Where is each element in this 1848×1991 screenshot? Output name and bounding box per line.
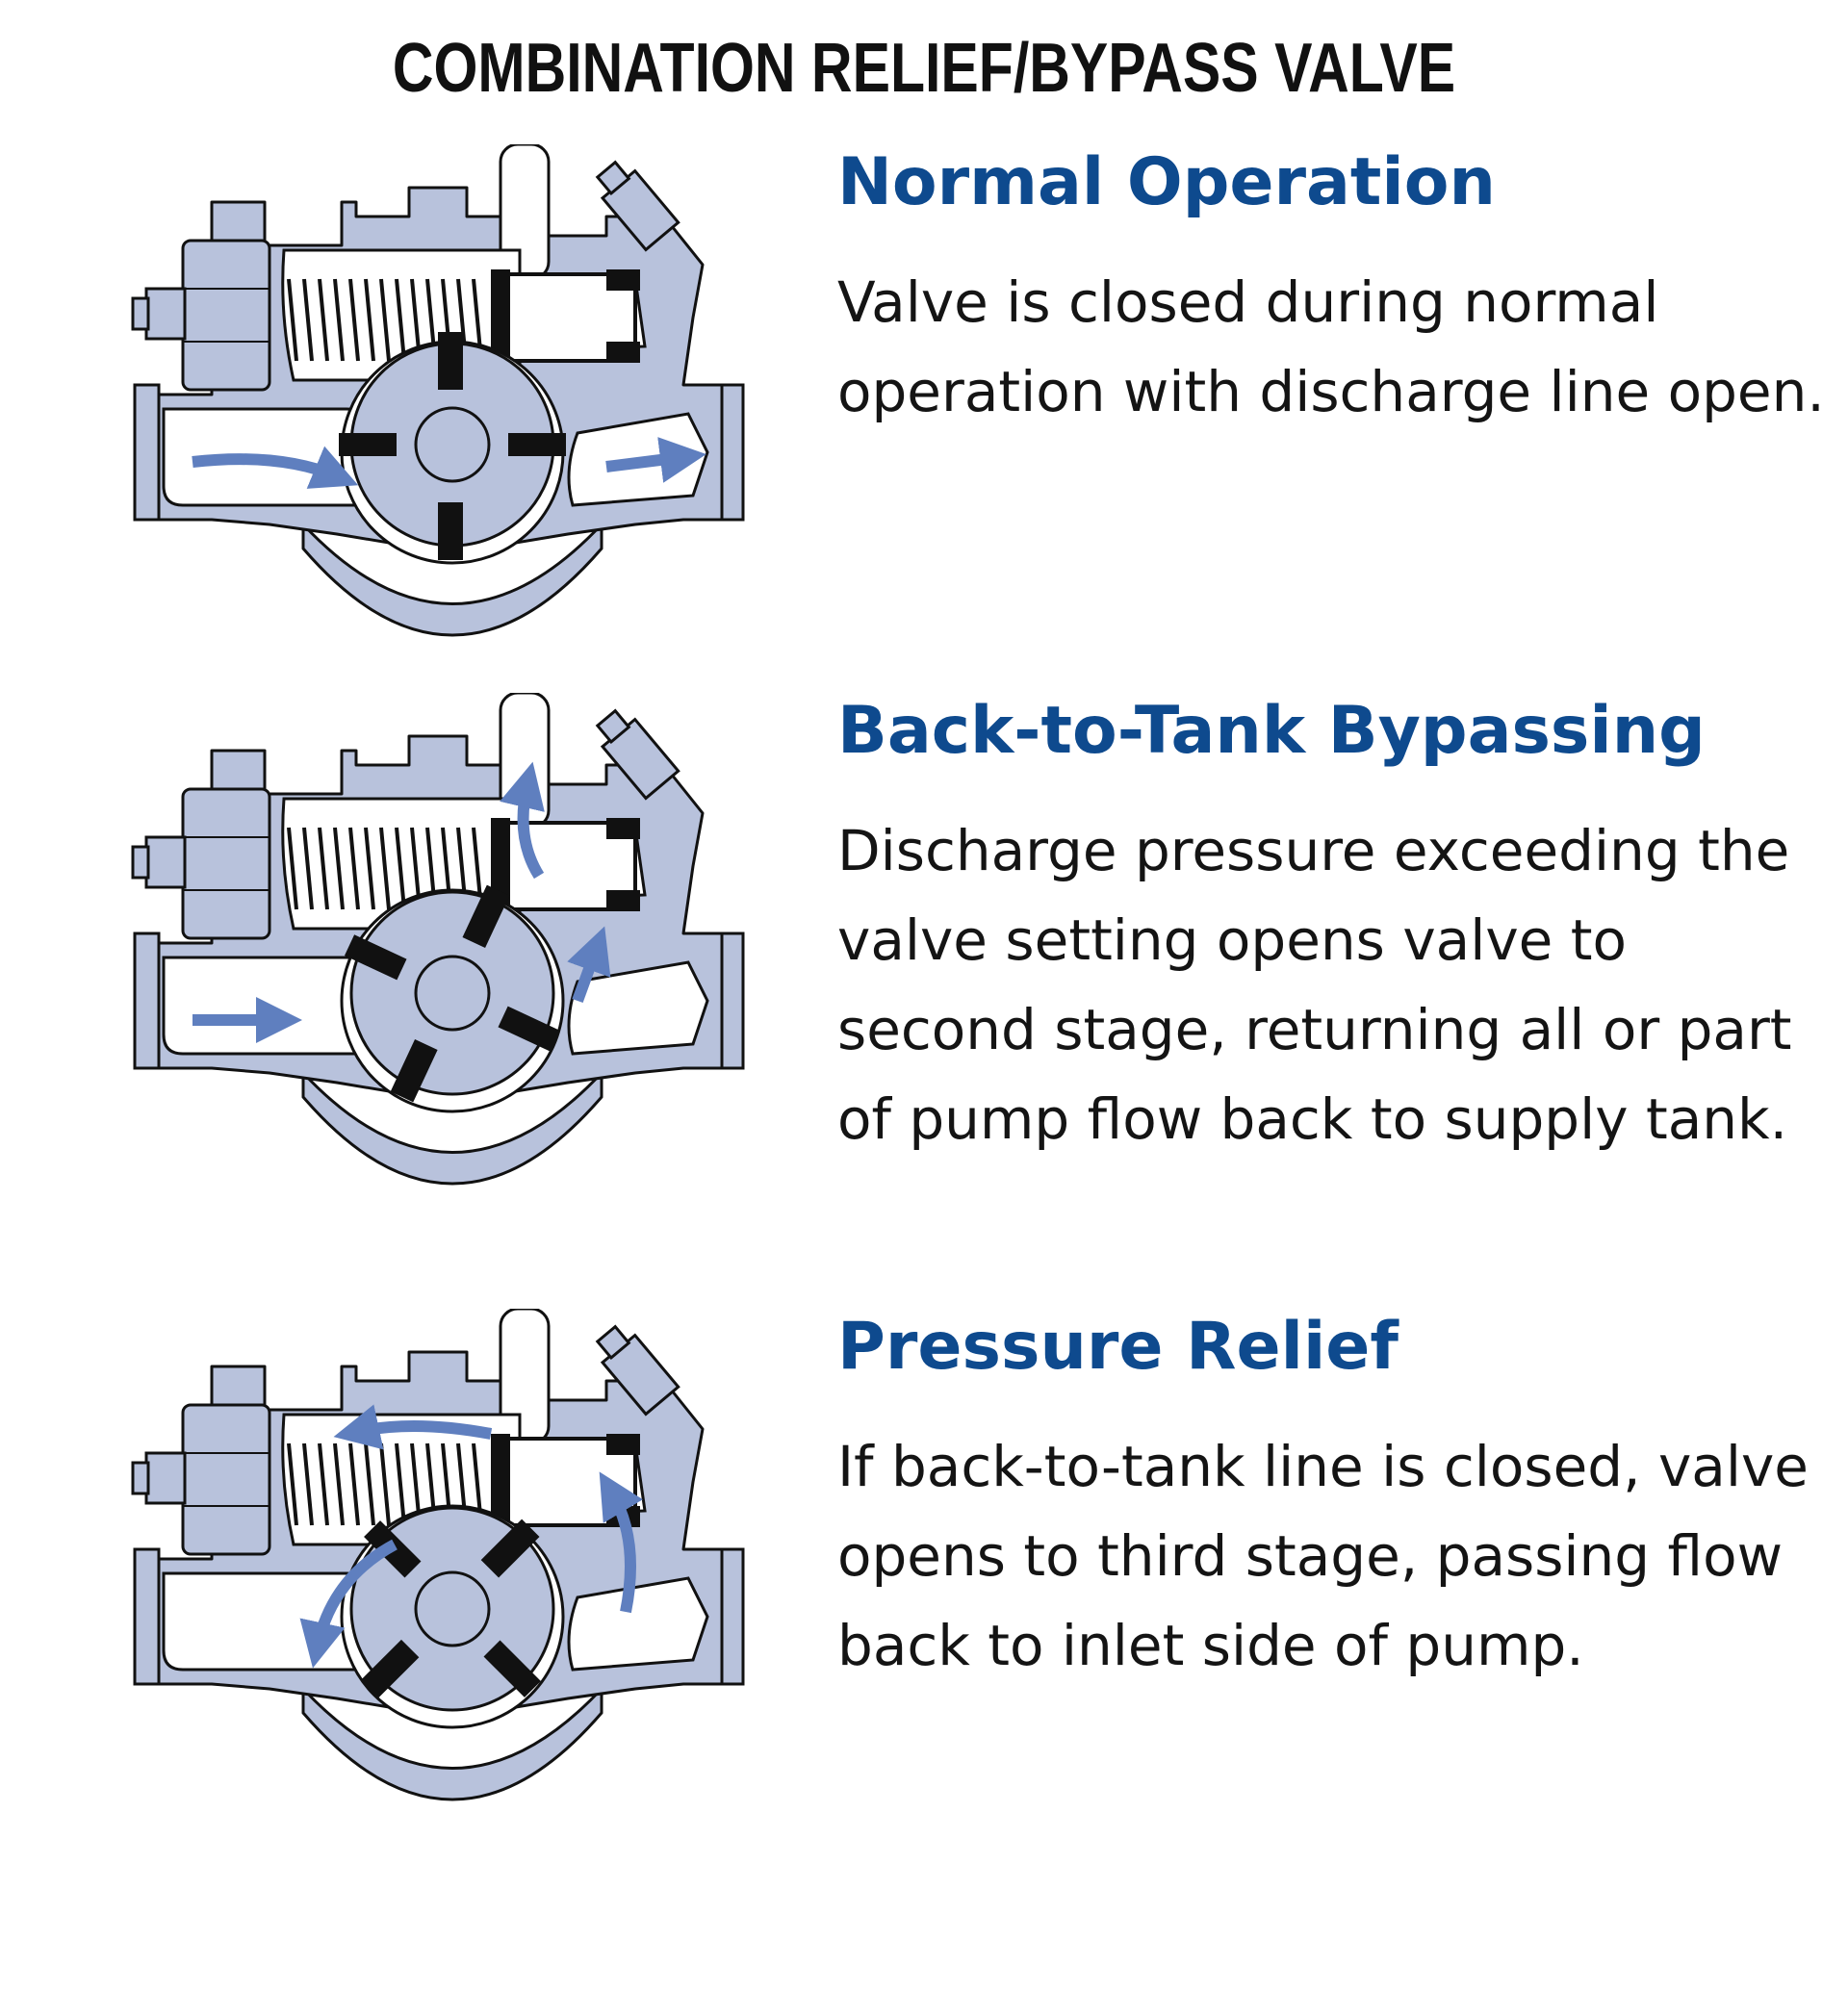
- flow-arrow-to-inlet: [299, 1539, 398, 1669]
- page-title: COMBINATION RELIEF/BYPASS VALVE: [392, 30, 1456, 107]
- rotor-vanes: [360, 1519, 541, 1698]
- section-description: Valve is closed during normal operation …: [837, 269, 1825, 424]
- rotor-vanes: [344, 884, 561, 1103]
- rotor-vanes: [339, 332, 566, 560]
- section-heading: Normal Operation: [837, 144, 1496, 220]
- valve-diagram-normal: [131, 144, 745, 637]
- section-heading: Pressure Relief: [837, 1309, 1399, 1385]
- flow-arrow-right-rise: [599, 1471, 643, 1614]
- valve-diagram-bypass: [131, 693, 745, 1186]
- section-description: Discharge pressure exceeding the valve s…: [837, 818, 1792, 1152]
- flow-arrow-inlet: [192, 446, 359, 489]
- flow-arrow-rise: [567, 926, 611, 1004]
- section-heading: Back-to-Tank Bypassing: [837, 693, 1706, 769]
- valve-diagram-relief: [131, 1309, 745, 1801]
- flow-arrow-to-tank: [500, 761, 545, 880]
- section-description: If back-to-tank line is closed, valve op…: [837, 1434, 1809, 1678]
- flow-arrow-upper-return: [333, 1404, 493, 1450]
- flow-arrow-outlet: [605, 437, 706, 483]
